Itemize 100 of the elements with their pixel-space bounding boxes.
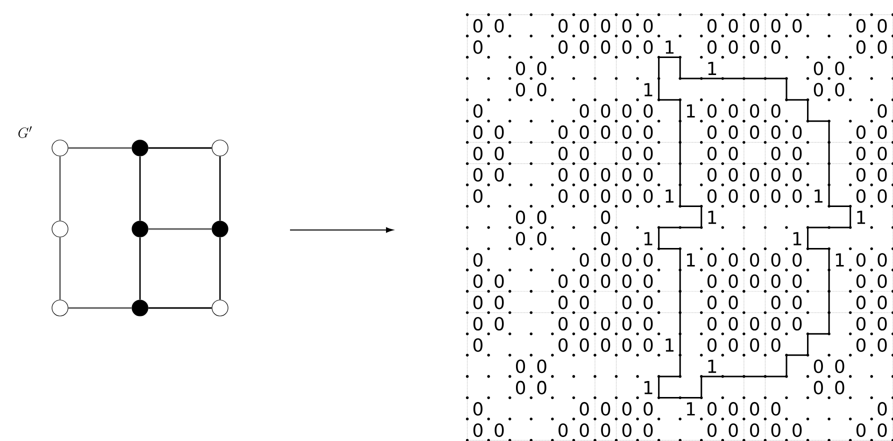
cell-digit: 0 xyxy=(580,189,589,203)
graph-edge xyxy=(68,307,132,309)
cell-digit: 0 xyxy=(558,19,568,33)
cell-digit: 0 xyxy=(814,62,823,76)
cell-digit: 0 xyxy=(601,210,610,224)
cell-digit: 0 xyxy=(516,360,526,374)
cell-digit: 0 xyxy=(750,19,760,33)
cell-digit: 0 xyxy=(728,316,738,331)
graph-name: $G'$ xyxy=(18,126,32,138)
cell-digit: 0 xyxy=(473,274,482,288)
filled-vertex xyxy=(212,220,228,238)
filled-vertex xyxy=(132,220,148,238)
cell-digit: 0 xyxy=(792,253,802,267)
cell-digit: 0 xyxy=(728,423,738,437)
cell-digit: 0 xyxy=(494,19,504,33)
cell-digit: 0 xyxy=(473,423,482,437)
graph-edge xyxy=(139,237,141,300)
cell-digit: 0 xyxy=(580,423,589,437)
cell-digit: 0 xyxy=(601,253,610,267)
cell-digit: 0 xyxy=(558,423,568,437)
cell-digit: 0 xyxy=(771,316,780,331)
filled-vertex xyxy=(132,300,148,316)
cell-digit: 0 xyxy=(558,168,568,182)
graph-edge xyxy=(139,156,141,221)
cell-digit: 0 xyxy=(771,104,780,118)
cell-digit: 0 xyxy=(750,402,760,416)
cell-digit: 0 xyxy=(835,380,844,394)
cell-digit: 0 xyxy=(878,402,887,416)
cell-digit: 0 xyxy=(728,168,738,182)
cell-digit: 0 xyxy=(622,402,632,416)
cell-digit: 0 xyxy=(644,253,653,267)
cell-digit: 0 xyxy=(473,19,482,33)
cell-digit: 0 xyxy=(622,423,632,437)
graph-edge xyxy=(59,237,61,300)
cell-digit: 0 xyxy=(728,40,738,54)
cell-digit: 0 xyxy=(473,168,482,182)
cell-digit: 0 xyxy=(708,40,717,54)
cell-digit: 0 xyxy=(537,82,546,96)
cell-digit: 0 xyxy=(792,19,802,33)
cell-digit: 0 xyxy=(580,402,589,416)
cell-digit: 0 xyxy=(878,19,887,33)
cell-digit: 0 xyxy=(644,125,653,140)
cell-digit: 0 xyxy=(644,423,653,437)
cell-digit: 1 xyxy=(666,40,674,54)
cell-digit: 0 xyxy=(708,189,717,203)
cell-digit: 0 xyxy=(792,274,802,288)
cell-digit: 0 xyxy=(771,19,780,33)
cell-digit: 0 xyxy=(878,104,887,118)
graph-edge xyxy=(68,147,132,149)
cell-digit: 0 xyxy=(708,423,717,437)
cell-digit: 0 xyxy=(580,316,589,331)
cell-digit: 0 xyxy=(856,423,866,437)
vertex-circle xyxy=(212,140,228,156)
cell-digit: 0 xyxy=(856,189,866,203)
cell-digit: 0 xyxy=(601,40,610,54)
cell-digit: 0 xyxy=(708,146,717,160)
cell-digit: 0 xyxy=(856,253,866,267)
cell-digit: 0 xyxy=(537,210,546,224)
cell-digit: 1 xyxy=(644,232,652,246)
cell-digit: 0 xyxy=(644,296,653,310)
cell-digit: 0 xyxy=(644,316,653,331)
vertex-circle xyxy=(52,220,68,238)
cell-digit: 0 xyxy=(728,146,738,160)
cell-digit: 1 xyxy=(687,253,695,266)
graph-edge xyxy=(148,307,212,309)
cell-digit: 0 xyxy=(750,104,760,118)
cell-digit: 0 xyxy=(814,82,823,96)
cell-digit: 1 xyxy=(644,381,652,394)
cell-digit: 0 xyxy=(644,19,653,33)
cell-digit: 0 xyxy=(771,168,780,182)
cell-digit: 0 xyxy=(708,274,717,288)
cell-digit: 0 xyxy=(622,125,632,140)
cell-digit: 0 xyxy=(708,19,717,33)
cell-digit: 0 xyxy=(750,125,760,140)
cell-digit: 0 xyxy=(622,19,632,33)
cell-digit: 0 xyxy=(728,189,738,203)
cell-digit: 0 xyxy=(473,104,482,118)
cell-digit: 0 xyxy=(856,338,866,352)
cell-digit: 0 xyxy=(558,40,568,54)
cell-digit: 0 xyxy=(771,189,780,203)
cell-digit: 0 xyxy=(878,125,887,140)
cell-digit: 0 xyxy=(473,402,482,416)
cell-digit: 0 xyxy=(580,296,589,310)
cell-digit: 0 xyxy=(750,253,760,267)
cell-digit: 0 xyxy=(494,146,504,160)
cell-digit: 0 xyxy=(835,360,844,374)
cell-digit: 0 xyxy=(601,168,610,182)
cell-digit: 0 xyxy=(473,189,482,203)
cell-digit: 0 xyxy=(558,189,568,203)
cell-digit: 0 xyxy=(750,338,760,352)
cell-digit: 0 xyxy=(494,296,504,310)
cell-digit: 0 xyxy=(494,423,504,437)
cell-digit: 0 xyxy=(792,316,802,331)
cell-digit: 1 xyxy=(666,190,674,203)
cell-digit: 0 xyxy=(878,168,887,182)
cell-digit: 0 xyxy=(771,125,780,140)
cell-digit: 0 xyxy=(750,316,760,331)
cell-digit: 0 xyxy=(516,210,526,224)
cell-digit: 0 xyxy=(728,296,738,310)
cell-digit: 0 xyxy=(728,274,738,288)
